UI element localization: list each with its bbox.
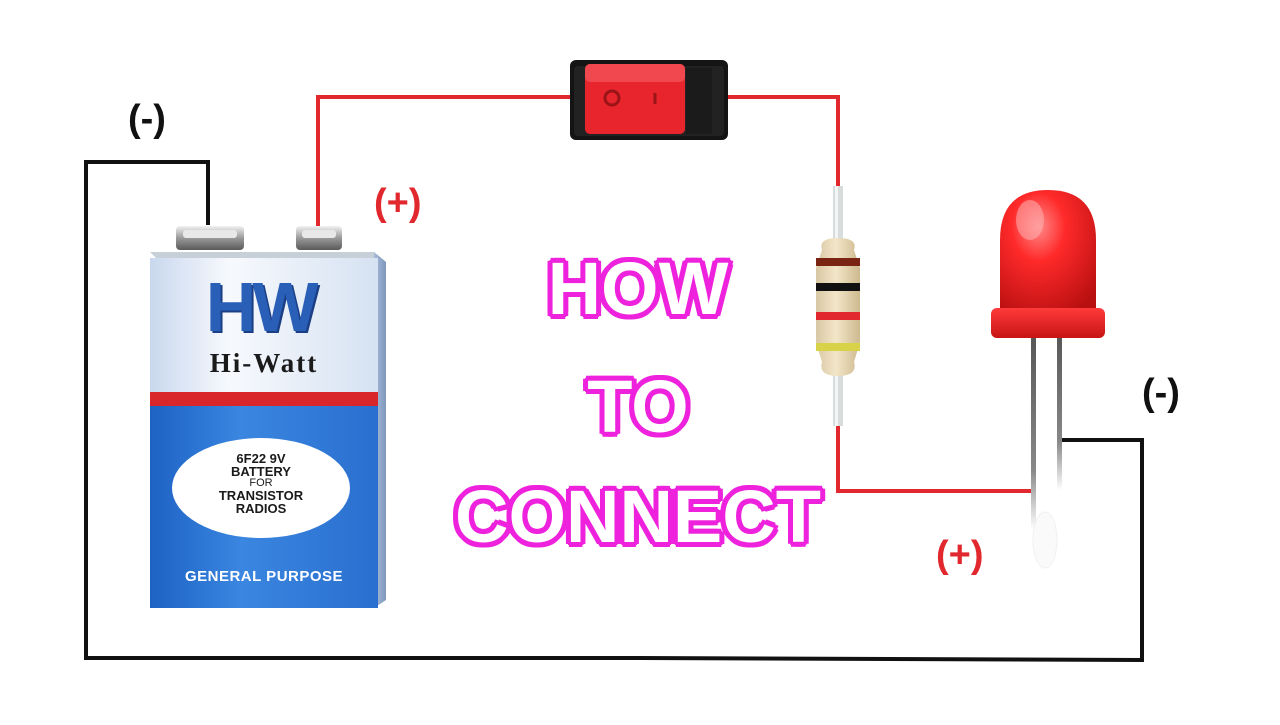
battery-label: 6F22 9V BATTERY FOR TRANSISTOR RADIOS: [172, 452, 350, 515]
title-line-2: TO: [587, 365, 689, 448]
battery-label-line3: FOR: [249, 477, 273, 489]
battery-label-line4: TRANSISTOR: [218, 488, 304, 503]
battery-label-line1: 6F22 9V: [236, 451, 286, 466]
battery-label-line5: RADIOS: [235, 501, 287, 516]
rocker-switch: [570, 60, 728, 140]
battery-label-line2: BATTERY: [231, 464, 291, 479]
title-line-1: HOW: [547, 247, 729, 330]
battery-brand-name: Hi-Watt: [209, 348, 319, 378]
battery-footer: GENERAL PURPOSE: [184, 568, 344, 585]
negative-wire: [84, 160, 1144, 663]
led: [991, 190, 1105, 569]
battery-negative-label: (-): [128, 98, 166, 140]
positive-wire-battery-to-switch: [316, 95, 574, 232]
led-negative-label: (-): [1142, 372, 1180, 414]
led-positive-label: (+): [936, 534, 984, 576]
positive-wire-switch-to-resistor: [726, 95, 840, 188]
resistor: [816, 186, 860, 426]
title-line-3: CONNECT: [455, 475, 821, 558]
battery-9v: [150, 226, 386, 608]
battery-brand-logo: HW: [205, 268, 319, 346]
positive-wire-resistor-to-led: [836, 420, 1036, 493]
battery-positive-label: (+): [374, 182, 422, 224]
